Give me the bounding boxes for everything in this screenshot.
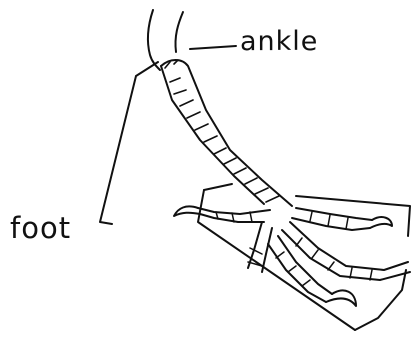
foot-bracket (100, 62, 158, 224)
label-ankle: ankle (240, 26, 318, 57)
tarsus (161, 60, 292, 206)
toes (174, 206, 410, 306)
perch-board (198, 184, 410, 330)
label-foot: foot (10, 211, 71, 245)
ankle-leader-line (190, 46, 236, 49)
